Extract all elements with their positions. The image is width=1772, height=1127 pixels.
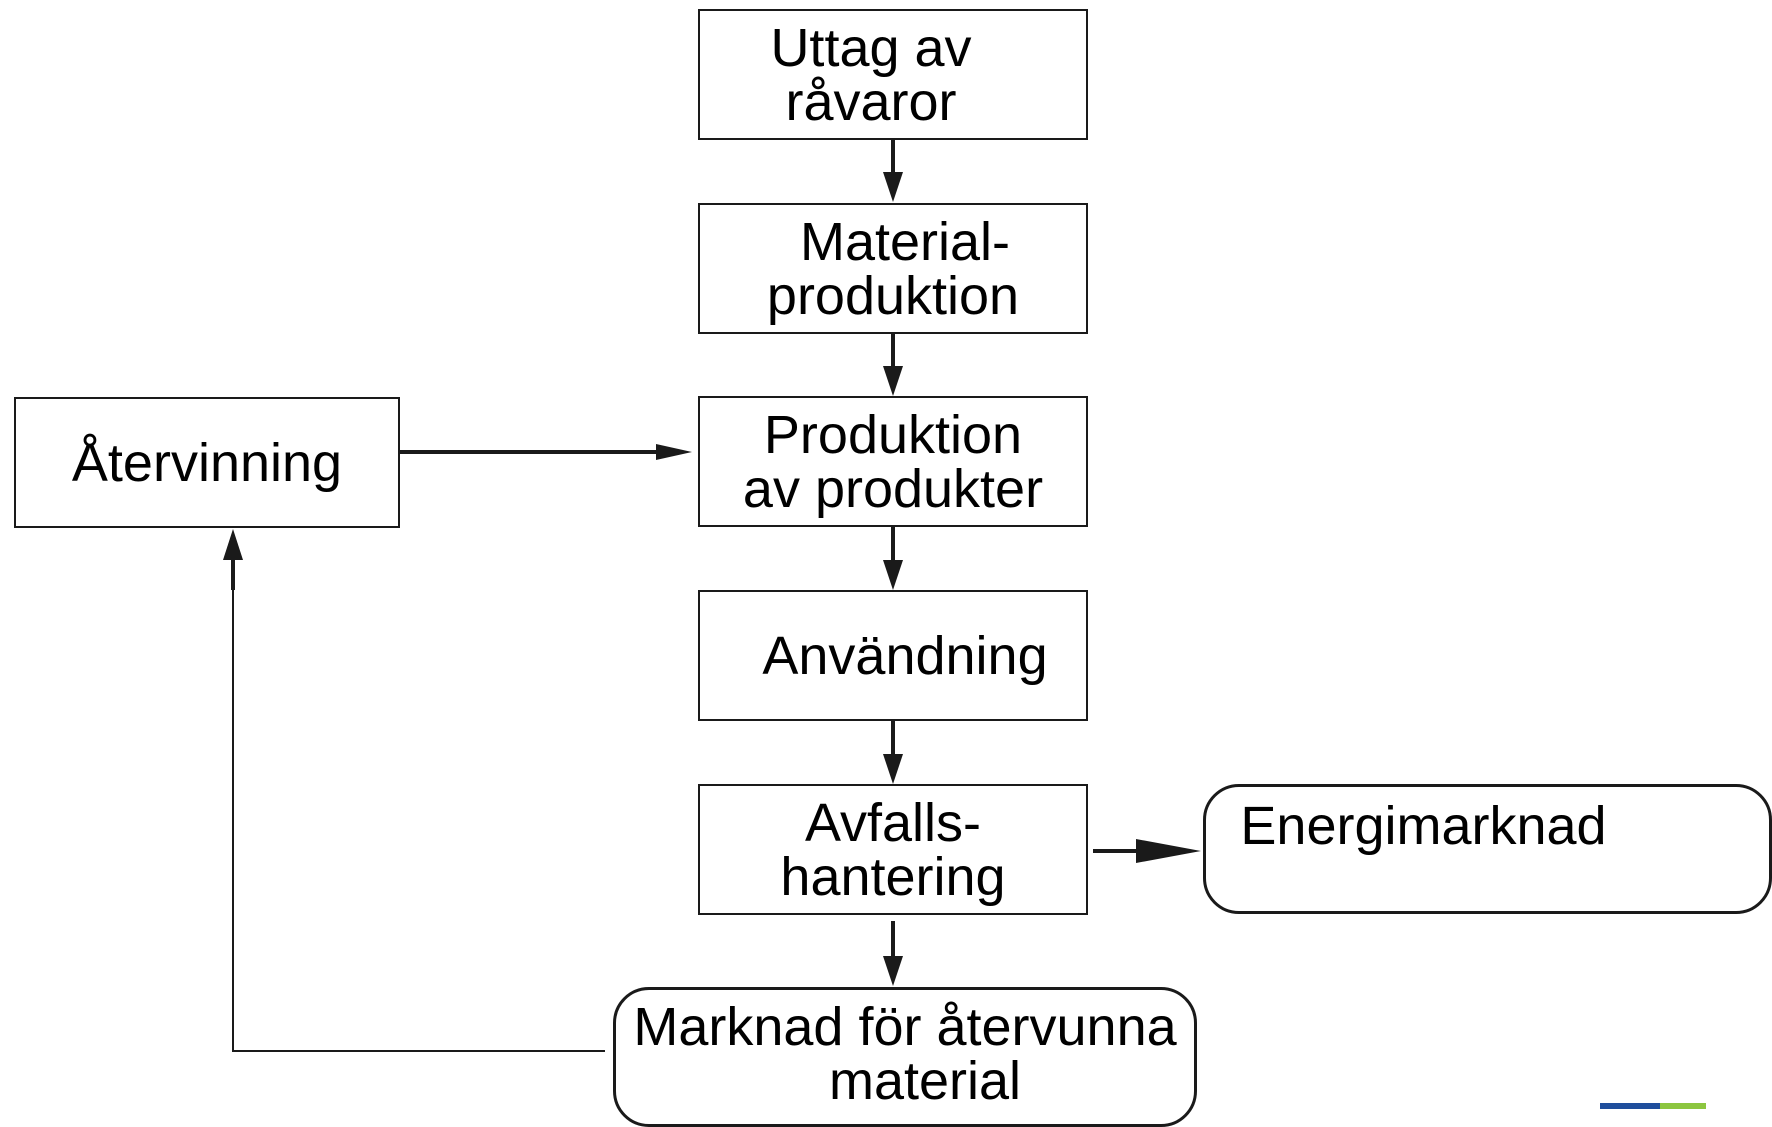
node-recycling: Återvinning [14,397,400,528]
corner-logo [1600,1103,1706,1109]
node-waste-management: Avfalls- hantering [698,784,1088,915]
node-label-line: Uttag av [770,17,972,78]
node-label-line: Användning [762,625,1048,686]
node-usage: Användning [698,590,1088,721]
edge-waste-to-recycled-market [883,921,903,986]
node-label-line: av produkter [742,458,1044,519]
edge-usage-to-waste [883,721,903,784]
node-label-line: produktion [766,265,1020,326]
edge-recycling-to-product-production [400,444,692,460]
edge-material-to-product-production [883,334,903,396]
node-label-line: råvaror [785,71,957,132]
node-label-line: hantering [780,846,1006,907]
logo-green-bar [1660,1103,1706,1109]
node-label-line: Marknad för återvunna [633,997,1177,1057]
node-label-line: Energimarknad [1240,796,1607,856]
edge-product-production-to-usage [883,527,903,590]
node-recycled-material-market: Marknad för återvunna material [613,987,1197,1127]
node-material-production: Material- produktion [698,203,1088,334]
node-product-production: Produktion av produkter [698,396,1088,527]
node-label-line: Återvinning [71,432,343,493]
edge-raw-to-material [883,140,903,202]
node-label-line: material [828,1051,1022,1111]
edge-waste-to-energy-market [1093,839,1201,863]
node-label-line: Material- [799,211,1011,272]
node-label-line: Produktion [763,404,1023,465]
logo-blue-bar [1600,1103,1660,1109]
node-energy-market: Energimarknad [1203,784,1772,914]
edge-recycled-market-to-recycling [223,529,605,1052]
node-raw-material-extraction: Uttag av råvaror [698,9,1088,140]
node-label-line: Avfalls- [804,792,982,853]
